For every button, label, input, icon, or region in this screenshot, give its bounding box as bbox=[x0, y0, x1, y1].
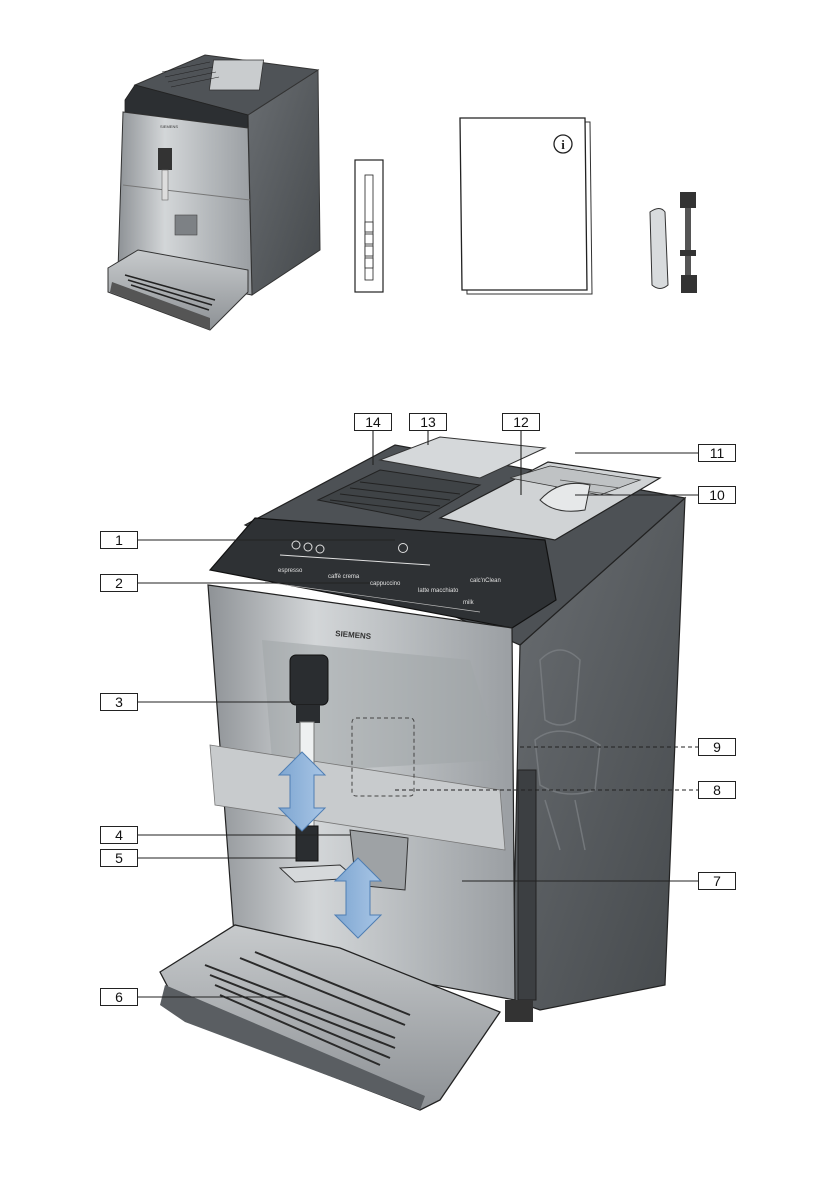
panel-label-milk: milk bbox=[463, 600, 475, 606]
callout-8: 8 bbox=[698, 781, 736, 799]
panel-label-latte-macchiato: latte macchiato bbox=[418, 588, 459, 594]
callout-9: 9 bbox=[698, 738, 736, 756]
callout-3: 3 bbox=[100, 693, 138, 711]
callout-10: 10 bbox=[698, 486, 736, 504]
milk-tube-illustration bbox=[650, 192, 697, 293]
manual-illustration: i bbox=[460, 118, 592, 294]
callout-7: 7 bbox=[698, 872, 736, 890]
callout-12: 12 bbox=[502, 413, 540, 431]
callout-14: 14 bbox=[354, 413, 392, 431]
panel-label-calc-clean: calc'nClean bbox=[470, 578, 501, 584]
large-machine-illustration: espresso caffè crema cappuccino latte ma… bbox=[160, 437, 685, 1110]
small-machine-illustration: SIEMENS bbox=[108, 55, 320, 330]
test-strip-illustration bbox=[355, 160, 383, 292]
callout-2: 2 bbox=[100, 574, 138, 592]
callout-13: 13 bbox=[409, 413, 447, 431]
small-brand-text: SIEMENS bbox=[160, 124, 178, 129]
svg-text:i: i bbox=[561, 137, 565, 152]
panel-label-cappuccino: cappuccino bbox=[370, 581, 401, 587]
callout-11: 11 bbox=[698, 444, 736, 462]
panel-label-espresso: espresso bbox=[278, 568, 303, 574]
callout-1: 1 bbox=[100, 531, 138, 549]
callout-6: 6 bbox=[100, 988, 138, 1006]
panel-label-caffe-crema: caffè crema bbox=[328, 574, 360, 580]
callout-4: 4 bbox=[100, 826, 138, 844]
callout-5: 5 bbox=[100, 849, 138, 867]
